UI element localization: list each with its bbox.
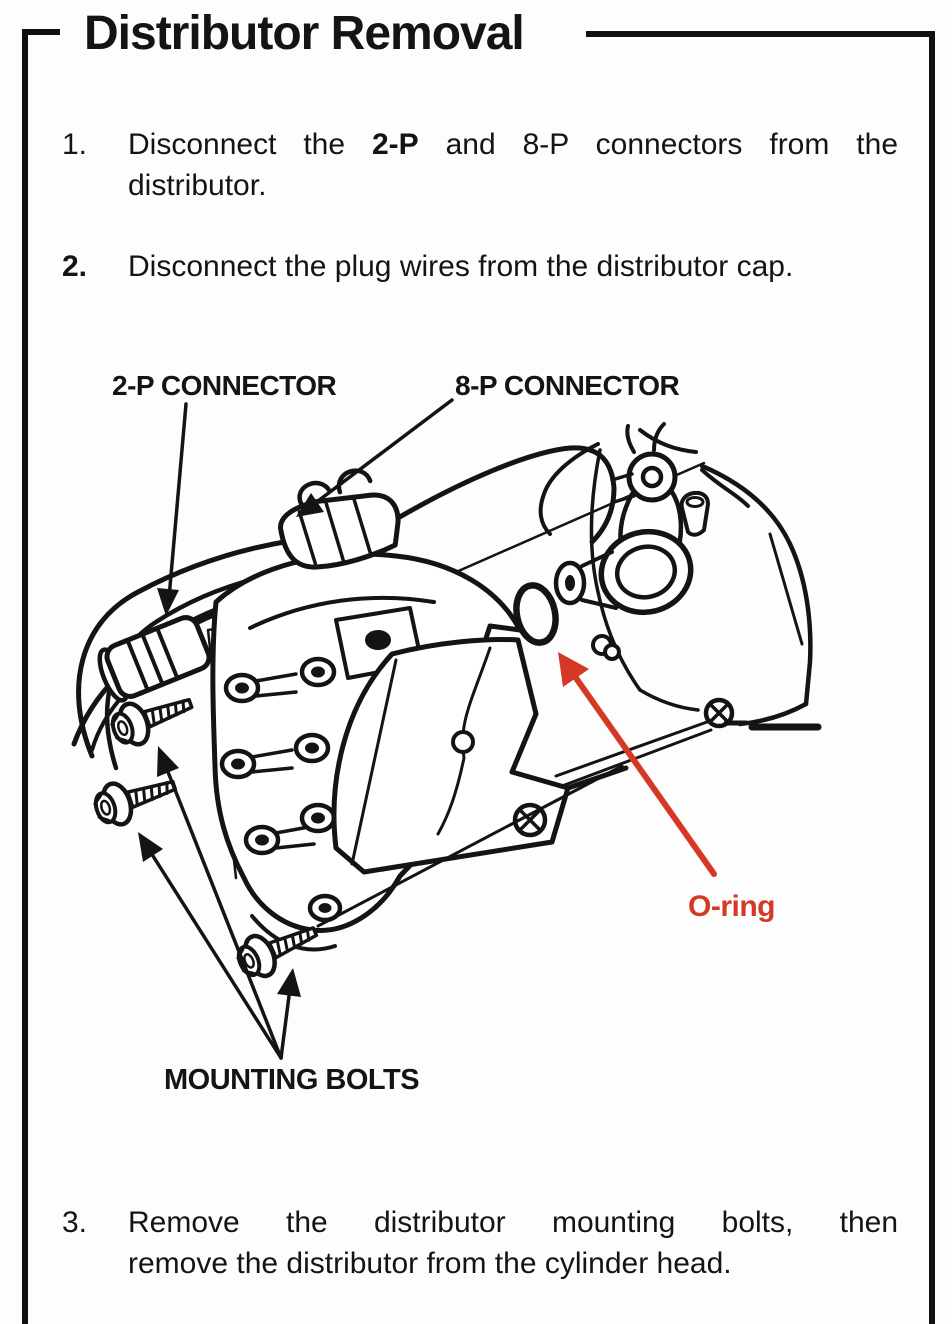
step-2-line-1: Disconnect the plug wires from the distr… (128, 250, 794, 283)
two-p-connector-drawing (97, 615, 212, 703)
label-2p-connector: 2-P CONNECTOR (112, 370, 337, 401)
mounting-bolt-2 (91, 765, 181, 830)
mounting-bolt-arrows (138, 746, 301, 1060)
border-left (22, 29, 28, 1324)
cap-terminal-towers (219, 656, 343, 923)
border-right (929, 31, 935, 1324)
distributor-cap-drawing (210, 551, 571, 952)
step-2: 2. Disconnect the plug wires from the di… (62, 246, 898, 287)
step-3-line-1: Remove the distributor mounting bolts, t… (128, 1206, 898, 1239)
step-3: 3. Remove the distributor mounting bolts… (62, 1202, 898, 1284)
step-1-number: 1. (62, 128, 88, 161)
o-ring-seal (513, 582, 559, 646)
step-1: 1. Disconnect the 2-P and 8-P connectors… (62, 124, 898, 206)
bold-2p-text: 2-P (371, 128, 419, 161)
leader-arrow-8p (296, 398, 454, 517)
mounting-flange (331, 637, 571, 875)
page-title: Distributor Removal (84, 7, 525, 60)
step-2-number: 2. (62, 250, 88, 283)
label-o-ring: O-ring (688, 890, 776, 923)
bolt-guide-line (316, 764, 624, 928)
step-3-line-2: remove the distributor from the cylinder… (128, 1247, 732, 1280)
step-3-number: 3. (62, 1206, 88, 1239)
o-ring-arrow (558, 652, 717, 877)
cylinder-head-drawing (436, 422, 822, 791)
border-top-tick (22, 29, 60, 35)
title-rule (586, 31, 932, 37)
step-1-line-1: Disconnect the 2-P and 8-P connectors fr… (128, 128, 898, 161)
leader-arrow-2p (157, 402, 188, 616)
label-8p-connector: 8-P CONNECTOR (455, 370, 680, 401)
step-1-line-2: distributor. (128, 169, 267, 202)
label-mounting-bolts: MOUNTING BOLTS (164, 1064, 420, 1096)
